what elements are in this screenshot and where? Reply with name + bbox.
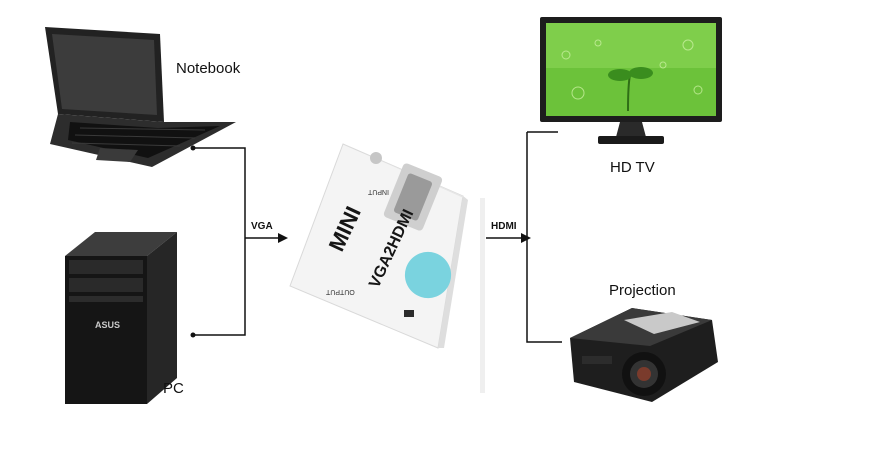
projector-image: [570, 308, 718, 402]
vga2hdmi-adapter: MINI VGA2HDMI INPUT OUTPUT: [288, 138, 484, 358]
hdmi-cable-body: [480, 198, 485, 393]
adapter-output-port-text: OUTPUT: [326, 288, 355, 295]
hdmi-split-bracket: [526, 132, 562, 343]
vga-arrow-icon: [278, 233, 288, 243]
pc-tower-image: ASUS: [65, 232, 177, 404]
pc-label: PC: [163, 380, 184, 397]
projection-label: Projection: [609, 282, 676, 299]
pc-port-dot: [190, 332, 196, 338]
vga-source-bracket: [193, 147, 246, 336]
hdmi-connection-label: HDMI: [491, 221, 517, 232]
hd-tv-image: [540, 17, 722, 144]
svg-text:ASUS: ASUS: [95, 320, 120, 330]
notebook-port-dot: [190, 145, 196, 151]
adapter-box-shape: [289, 143, 468, 349]
hd-tv-label: HD TV: [610, 159, 655, 176]
adapter-input-port-text: INPUT: [368, 188, 389, 195]
hdmi-arrow-icon: [521, 233, 531, 243]
badge-shape: [404, 251, 452, 299]
notebook-label: Notebook: [176, 60, 241, 77]
notebook-image: [45, 27, 236, 167]
vga-connection-label: VGA: [251, 221, 273, 232]
